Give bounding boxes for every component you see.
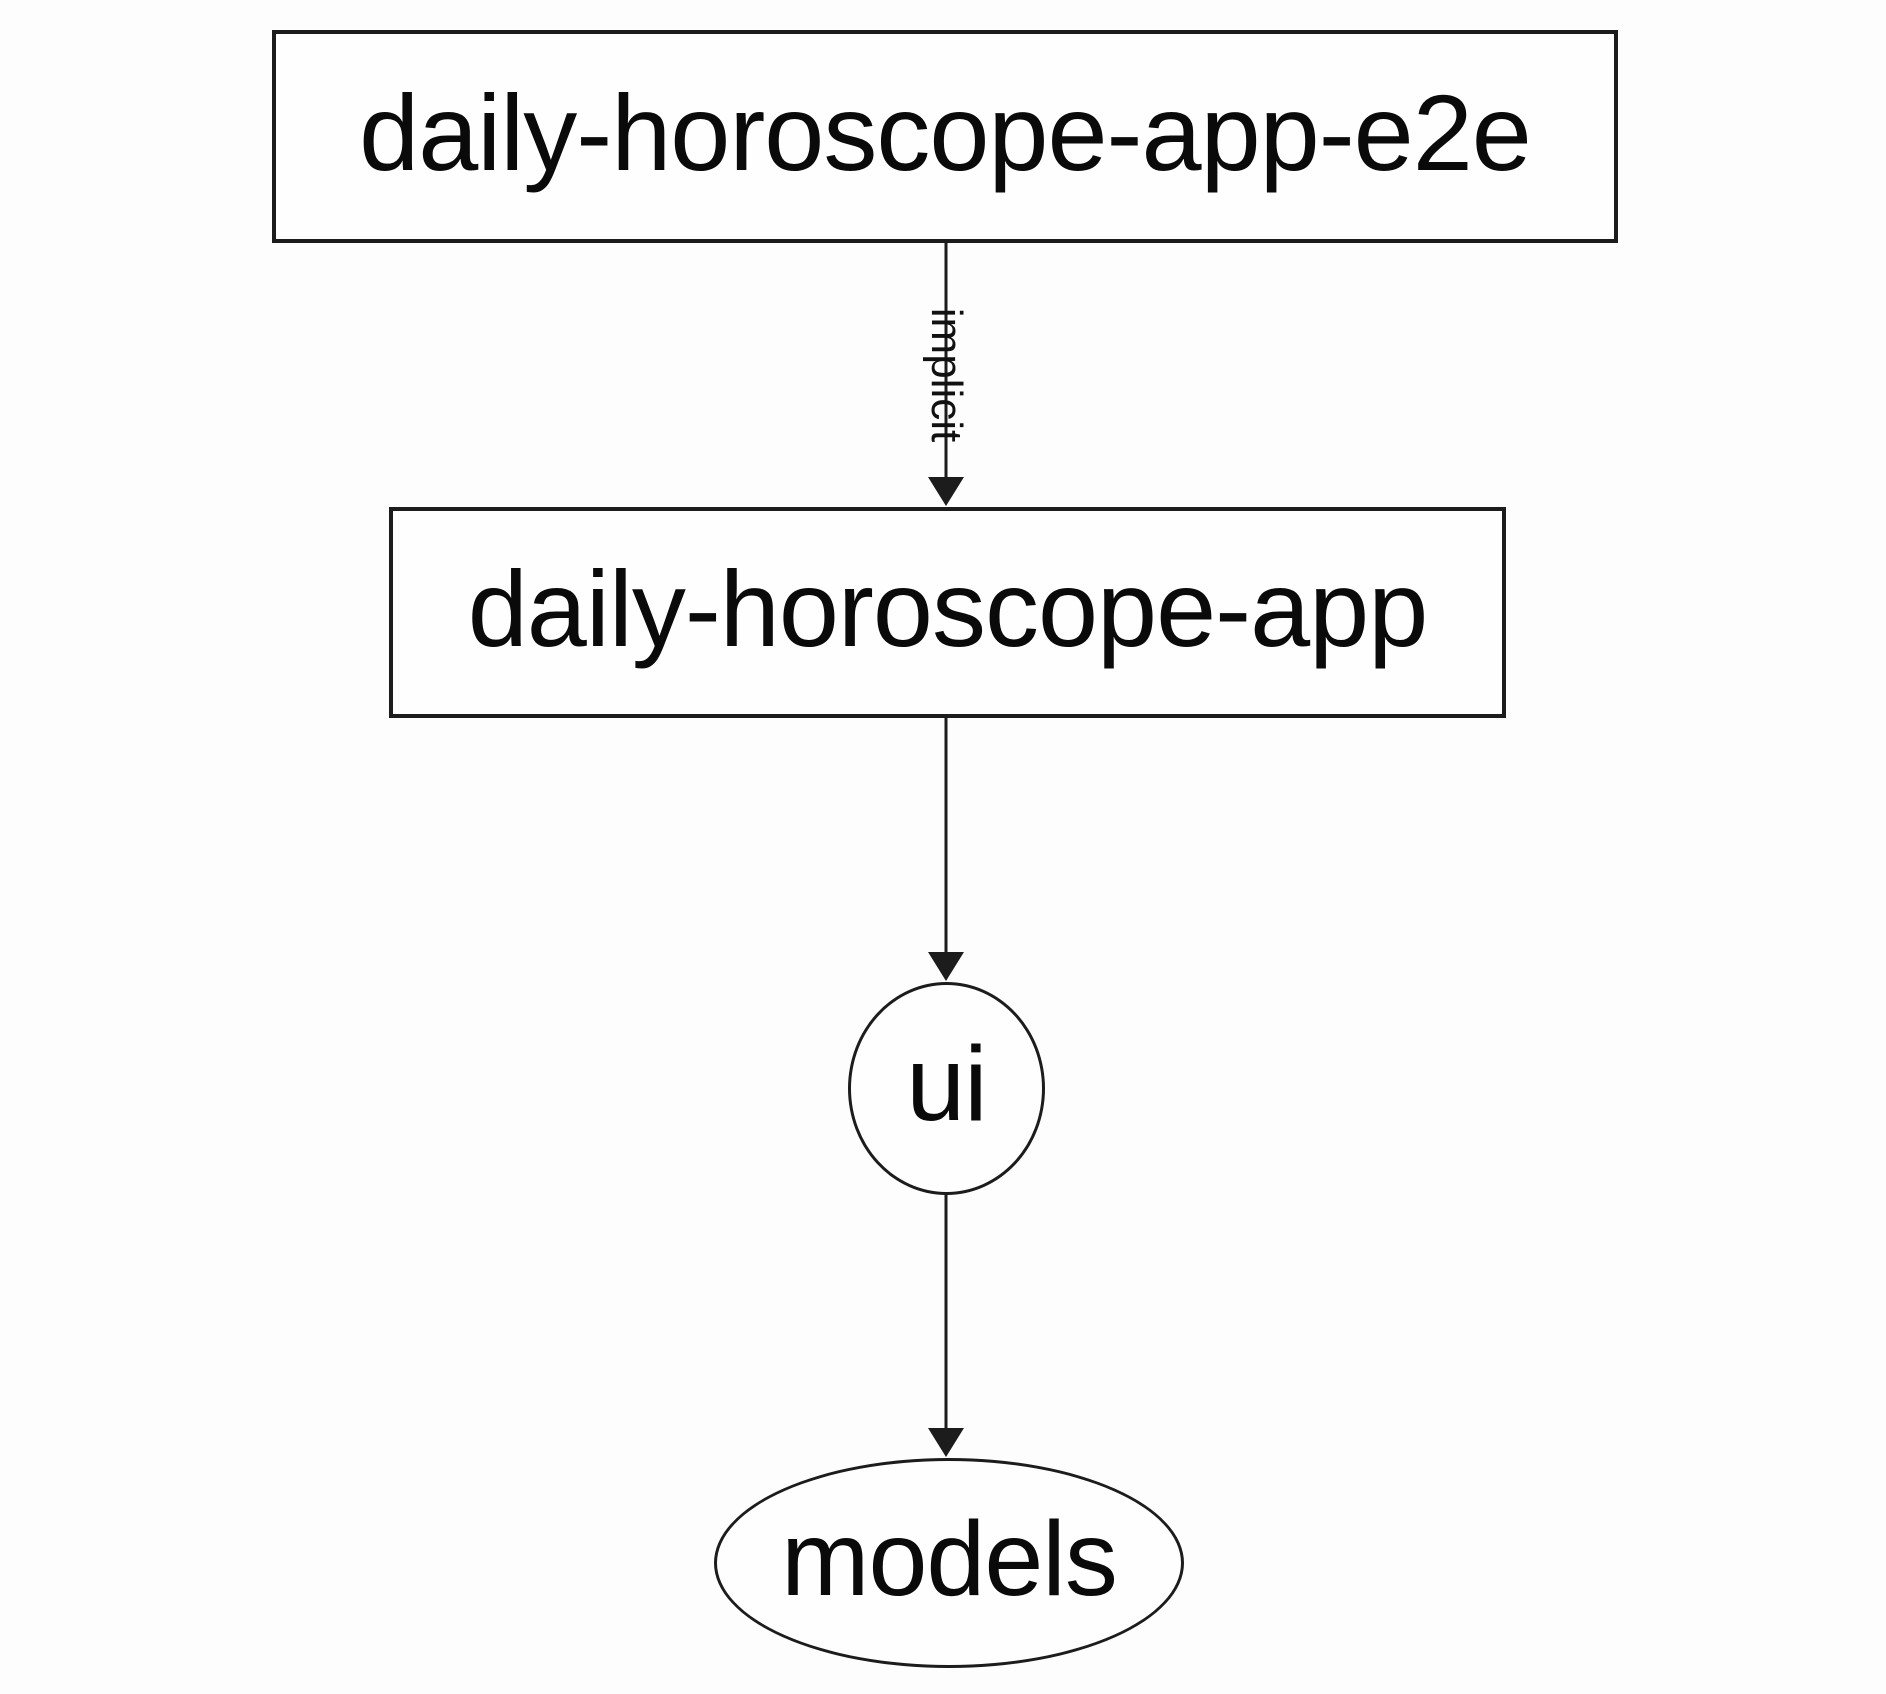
arrowhead-icon <box>928 1428 964 1457</box>
node-models[interactable]: models <box>714 1458 1184 1668</box>
edge-label-implicit: implicit <box>922 307 971 443</box>
edge-ui-to-models <box>928 1194 964 1457</box>
arrowhead-icon <box>928 952 964 981</box>
node-label: ui <box>906 1025 988 1143</box>
node-daily-horoscope-app[interactable]: daily-horoscope-app <box>389 507 1506 718</box>
node-daily-horoscope-app-e2e[interactable]: daily-horoscope-app-e2e <box>272 30 1618 243</box>
node-ui[interactable]: ui <box>848 982 1045 1195</box>
node-label: models <box>781 1499 1118 1618</box>
node-label: daily-horoscope-app <box>467 548 1429 669</box>
node-label: daily-horoscope-app-e2e <box>359 72 1532 193</box>
edge-app-to-ui <box>928 718 964 981</box>
arrowhead-icon <box>928 477 964 506</box>
